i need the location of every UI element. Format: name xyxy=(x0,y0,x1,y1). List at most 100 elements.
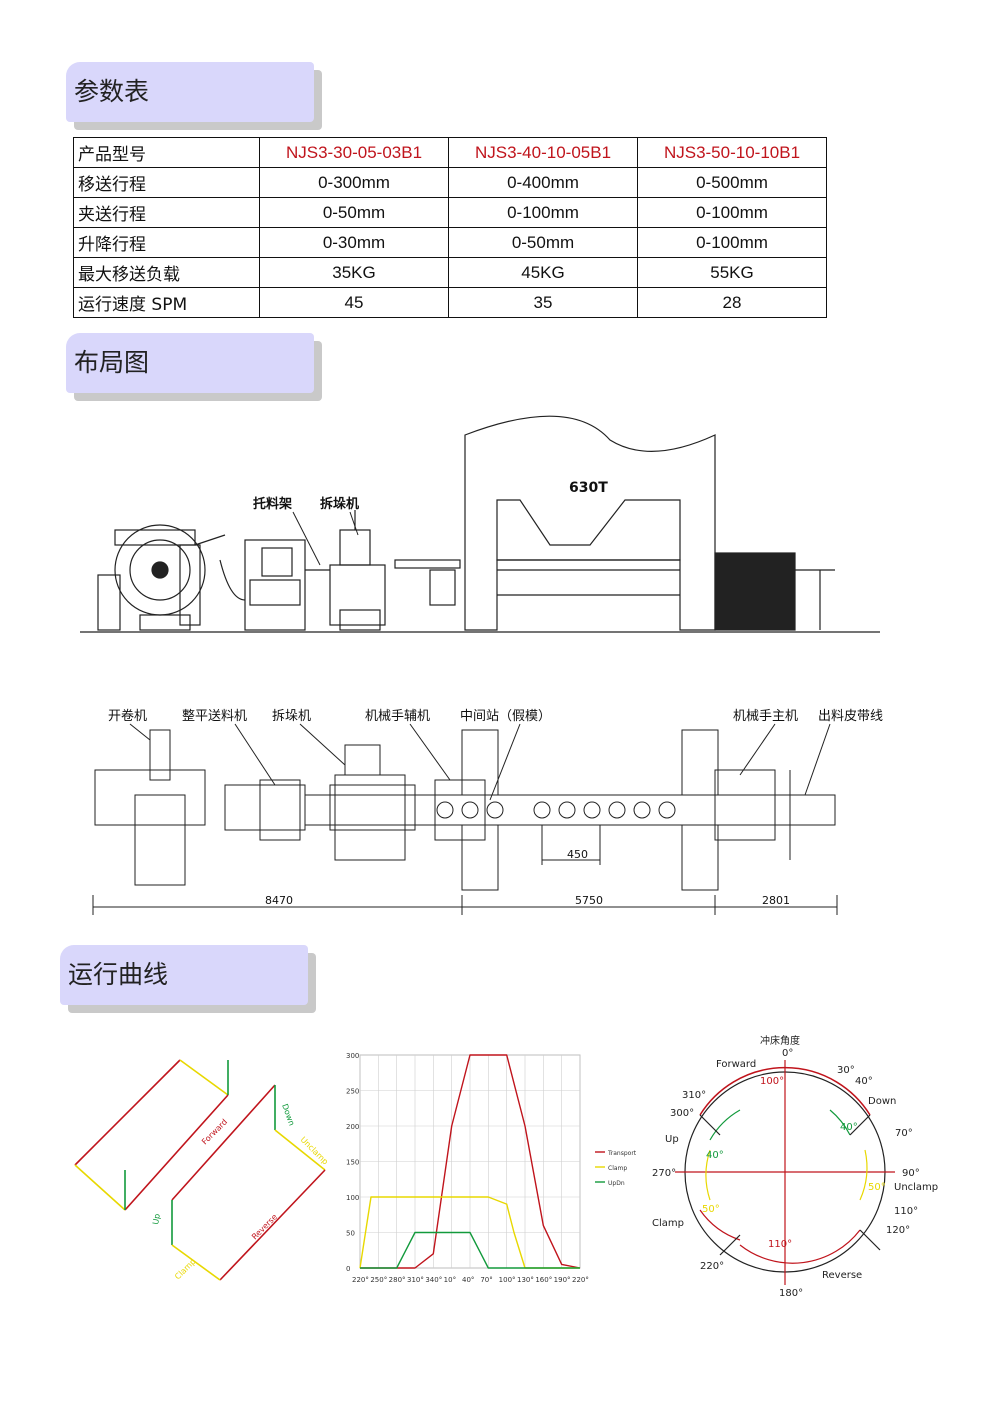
y-tick-label: 100 xyxy=(346,1194,359,1202)
top-label-aux-robot: 机械手辅机 xyxy=(365,709,430,724)
top-label-leveller: 整平送料机 xyxy=(182,709,247,724)
side-view-drawing: 630T 托料架 拆垛机 xyxy=(80,415,880,633)
path-reverse: Reverse xyxy=(250,1212,279,1241)
cell: 0-50mm xyxy=(448,227,638,258)
arc-label-right: 40° xyxy=(840,1122,858,1133)
layout-section-title: 布局图 xyxy=(66,333,314,393)
cell: 0-50mm xyxy=(259,197,449,228)
angle-310: 310° xyxy=(682,1090,706,1101)
dim-5750: 5750 xyxy=(575,894,603,907)
top-label-idle-station: 中间站（假模） xyxy=(460,709,551,724)
motion-path-diagram: Forward Down Unclamp Up Clamp Reverse xyxy=(74,1059,330,1281)
x-tick-label: 160° xyxy=(535,1276,552,1284)
dial-title: 冲床角度 xyxy=(760,1034,800,1047)
chart-series xyxy=(359,1054,581,1269)
top-label-belt: 出料皮带线 xyxy=(818,709,883,724)
motion-chart: 220°250°280°310°340°10° 40° 70° 100°130°160… xyxy=(346,1052,637,1284)
chart-grid xyxy=(359,1054,581,1269)
path-up: Up xyxy=(151,1213,162,1225)
path-clamp: Clamp xyxy=(173,1257,197,1281)
arc-label-top: 100° xyxy=(760,1076,784,1087)
pitch-dim: 450 xyxy=(567,848,588,861)
layout-section-tab: 布局图 xyxy=(66,333,322,401)
cell: 35KG xyxy=(259,257,449,288)
chart-ticks: 220°250°280°310°340°10° 40° 70° 100°130°160… xyxy=(346,1052,589,1284)
table-row: 最大移送负载 35KG 45KG 55KG xyxy=(73,257,827,288)
press-side xyxy=(464,415,716,631)
row-label: 最大移送负载 xyxy=(73,257,260,288)
legend-label: Clamp xyxy=(608,1165,627,1172)
x-tick-label: 70° xyxy=(480,1276,492,1284)
cell: 0-500mm xyxy=(637,167,827,198)
angle-0: 0° xyxy=(782,1048,793,1059)
leveller-side xyxy=(219,539,330,631)
phase-down: Down xyxy=(868,1096,896,1107)
uncoiler-side xyxy=(97,524,226,631)
angle-110: 110° xyxy=(894,1206,918,1217)
angle-40: 40° xyxy=(855,1076,873,1087)
table-row: 升降行程 0-30mm 0-50mm 0-100mm xyxy=(73,227,827,258)
destacker-side xyxy=(329,510,461,631)
x-tick-label: 280° xyxy=(389,1276,406,1284)
angle-120: 120° xyxy=(886,1225,910,1236)
cell: 0-30mm xyxy=(259,227,449,258)
top-label-uncoiler: 开卷机 xyxy=(108,708,147,724)
params-section-title: 参数表 xyxy=(66,62,314,122)
x-tick-label: 100° xyxy=(499,1276,516,1284)
y-tick-label: 250 xyxy=(346,1088,359,1096)
x-tick-label: 250° xyxy=(370,1276,387,1284)
row-label: 移送行程 xyxy=(73,167,260,198)
legend-label: UpDn xyxy=(608,1180,625,1187)
cell: 35 xyxy=(448,287,638,318)
table-header-row: 产品型号 NJS3-30-05-03B1 NJS3-40-10-05B1 NJS… xyxy=(73,137,827,168)
y-tick-label: 0 xyxy=(346,1265,350,1273)
dim-2801: 2801 xyxy=(762,894,790,907)
cell: 0-100mm xyxy=(448,197,638,228)
series-line-transport xyxy=(360,1054,581,1269)
phase-forward: Forward xyxy=(716,1059,756,1070)
x-tick-label: 10° xyxy=(444,1276,456,1284)
table-row: 移送行程 0-300mm 0-400mm 0-500mm xyxy=(73,167,827,198)
curve-section-tab: 运行曲线 xyxy=(60,945,316,1013)
row-label: 升降行程 xyxy=(73,227,260,258)
angle-300: 300° xyxy=(670,1108,694,1119)
x-tick-label: 190° xyxy=(554,1276,571,1284)
cell: 45 xyxy=(259,287,449,318)
angle-180: 180° xyxy=(779,1288,803,1299)
cell: 28 xyxy=(637,287,827,318)
cell: 0-100mm xyxy=(637,227,827,258)
phase-reverse: Reverse xyxy=(822,1270,862,1281)
model-2: NJS3-40-10-05B1 xyxy=(448,137,638,168)
series-line-updn xyxy=(360,1231,580,1269)
legend-label: Transport xyxy=(607,1150,637,1157)
angle-220: 220° xyxy=(700,1261,724,1272)
x-tick-label: 220° xyxy=(352,1276,369,1284)
y-tick-label: 150 xyxy=(346,1159,359,1167)
x-tick-label: 340° xyxy=(425,1276,442,1284)
arc-label-left-mid: 50° xyxy=(702,1204,720,1215)
top-view-drawing: 开卷机 整平送料机 拆垛机 机械手辅机 中间站（假模） 机械手主机 出料皮带线 xyxy=(92,708,883,915)
cell: 0-400mm xyxy=(448,167,638,198)
parameter-table: 产品型号 NJS3-30-05-03B1 NJS3-40-10-05B1 NJS… xyxy=(73,137,827,318)
angle-90: 90° xyxy=(902,1168,920,1179)
dim-8470: 8470 xyxy=(265,894,293,907)
x-tick-label: 130° xyxy=(517,1276,534,1284)
model-3: NJS3-50-10-10B1 xyxy=(637,137,827,168)
cell: 55KG xyxy=(637,257,827,288)
top-label-main-robot: 机械手主机 xyxy=(733,709,798,724)
arc-label-right-mid: 50° xyxy=(868,1182,886,1193)
y-tick-label: 300 xyxy=(346,1052,359,1060)
phase-up: Up xyxy=(665,1134,679,1145)
path-down: Down xyxy=(280,1103,296,1127)
press-angle-dial: 冲床角度 0° 30° 40° 70° 90° 110° 120° 180° 2… xyxy=(652,1034,938,1299)
arc-label-left-up: 40° xyxy=(706,1150,724,1161)
series-line-clamp xyxy=(359,1196,580,1269)
cell: 45KG xyxy=(448,257,638,288)
x-tick-label: 40° xyxy=(462,1276,474,1284)
x-tick-label: 310° xyxy=(407,1276,424,1284)
y-tick-label: 200 xyxy=(346,1123,359,1131)
row-label: 运行速度 SPM xyxy=(73,287,260,318)
angle-270: 270° xyxy=(652,1168,676,1179)
table-row: 夹送行程 0-50mm 0-100mm 0-100mm xyxy=(73,197,827,228)
